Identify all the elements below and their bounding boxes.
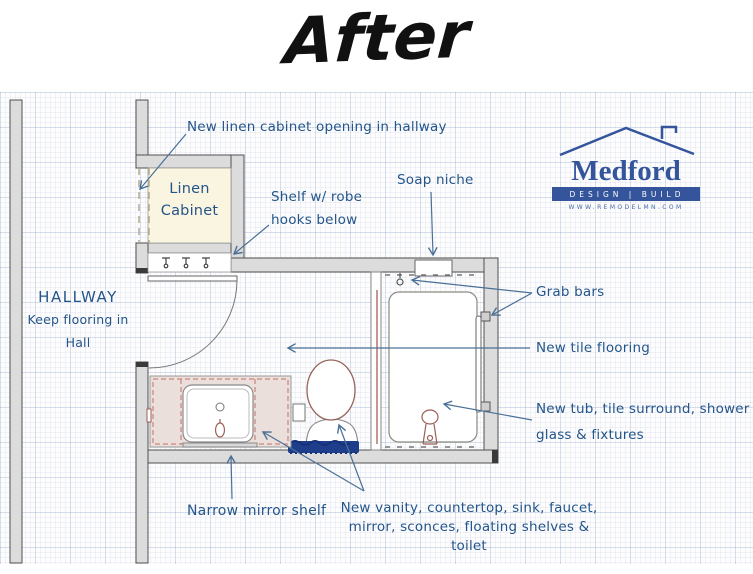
room-label-hallway: HALLWAY Keep flooring in Hall <box>18 288 138 352</box>
vanity-side-box <box>292 403 306 422</box>
robe-hooks-icon <box>162 257 210 269</box>
annotation-tub: New tub, tile surround, shower glass & f… <box>536 396 750 448</box>
vanity-line2: mirror, sconces, floating shelves & toil… <box>348 519 590 554</box>
toilet <box>305 359 359 450</box>
logo-tagline: DESIGN | BUILD <box>552 187 700 201</box>
hallway-name: HALLWAY <box>38 288 118 306</box>
soap-niche-shape <box>414 259 453 277</box>
annotation-vanity: New vanity, countertop, sink, faucet, mi… <box>333 499 605 556</box>
grab-bar <box>475 311 491 413</box>
leader-lines <box>139 133 533 500</box>
tub-line2: glass & fixtures <box>536 427 644 443</box>
linen-cabinet-line1: Linen <box>169 181 210 197</box>
logo-url: WWW.REMODELMN.COM <box>568 204 684 211</box>
mirror-shelf-shape <box>182 442 258 448</box>
linen-cabinet-line2: Cabinet <box>160 203 219 219</box>
hallway-note-line1: Keep flooring in <box>27 312 129 327</box>
shelf-line2: hooks below <box>271 212 358 228</box>
sink <box>182 384 254 443</box>
door <box>147 275 238 369</box>
shower-partition <box>370 271 382 451</box>
wall-end-caps <box>136 268 498 463</box>
medford-logo: Medford DESIGN | BUILD WWW.REMODELMN.COM <box>552 122 700 211</box>
tub-line1: New tub, tile surround, shower <box>536 401 750 417</box>
wall-fixture-tick <box>146 408 152 423</box>
room-label-linen-cabinet: Linen Cabinet <box>148 178 231 222</box>
annotation-tile-flooring: New tile flooring <box>536 340 650 356</box>
house-roof-icon <box>559 125 695 157</box>
annotation-shelf-robe-hooks: Shelf w/ robe hooks below <box>271 186 362 232</box>
annotation-mirror-shelf: Narrow mirror shelf <box>187 503 327 519</box>
vanity-line1: New vanity, countertop, sink, faucet, <box>340 500 598 516</box>
new-opening-dashed <box>138 168 150 243</box>
walls <box>9 99 499 564</box>
grab-bar-hook-icon <box>396 273 404 286</box>
annotation-grab-bars: Grab bars <box>536 284 605 300</box>
linen-cabinet-interior <box>147 167 232 244</box>
robe-hook-shelf <box>147 252 232 273</box>
logo-name: Medford <box>571 155 681 187</box>
tub-faucet-icon <box>421 409 439 445</box>
faucet-icon <box>214 402 226 438</box>
tile-edge-dashes <box>385 274 480 448</box>
annotation-soap-niche: Soap niche <box>397 172 474 188</box>
shelf-line1: Shelf w/ robe <box>271 189 363 205</box>
blue-scribble-shelves <box>288 440 359 454</box>
annotation-linen-opening: New linen cabinet opening in hallway <box>187 119 447 135</box>
hallway-note-line2: Hall <box>65 335 91 350</box>
